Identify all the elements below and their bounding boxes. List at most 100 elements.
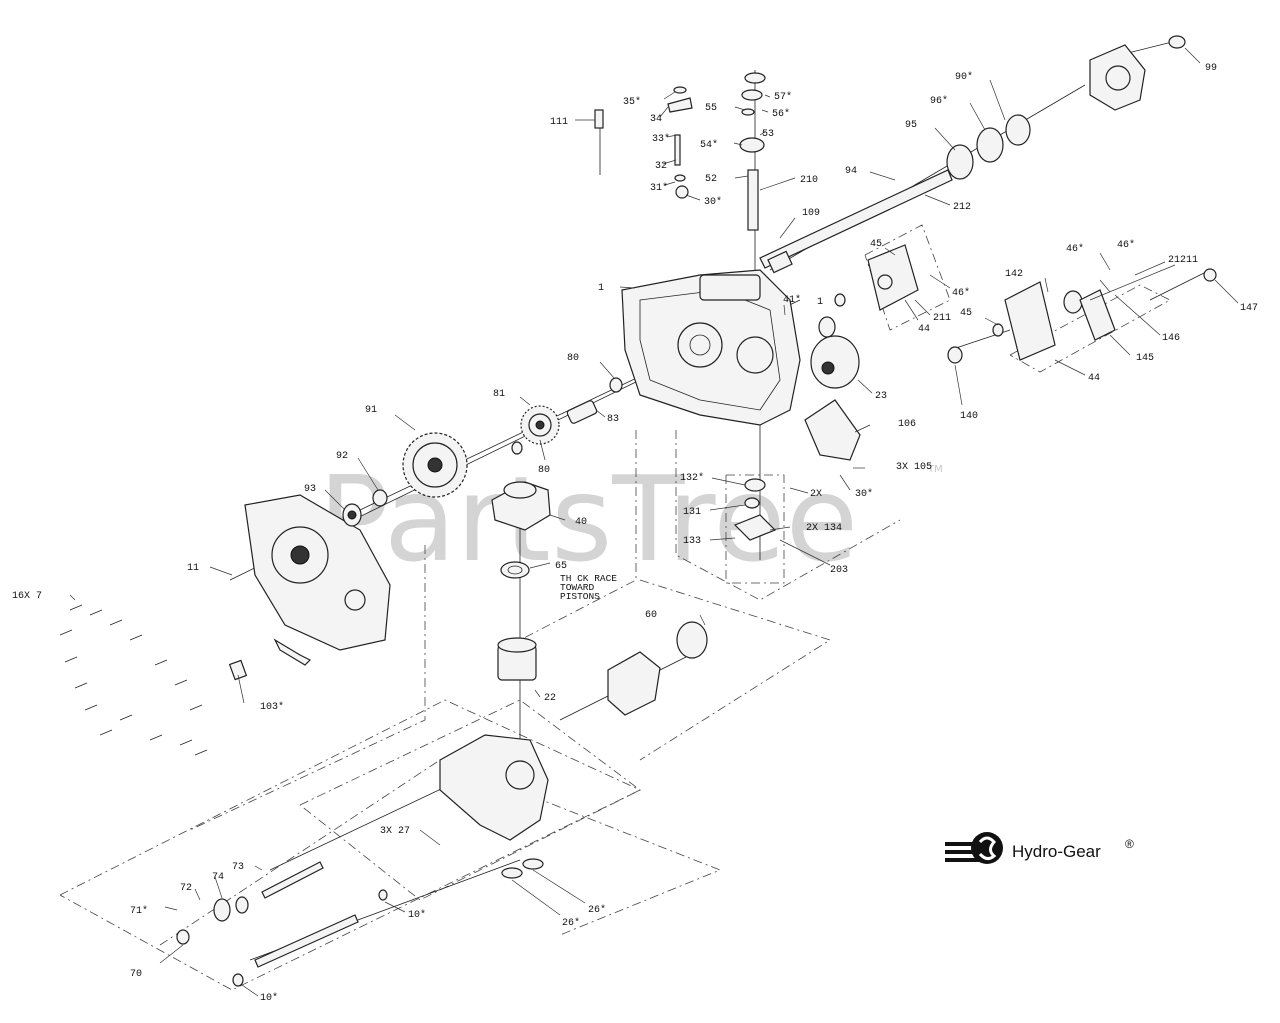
hydro-gear-logo: Hydro-Gear ® xyxy=(945,832,1134,864)
callout-label: 95 xyxy=(905,120,917,131)
callout-label: 46* xyxy=(952,287,970,299)
callout-label: 90* xyxy=(955,71,973,83)
callout-label: 2X 134 xyxy=(806,523,842,534)
callout-label: 30* xyxy=(704,196,722,208)
callout-label: 147 xyxy=(1240,303,1258,314)
callout-label: 16X 7 xyxy=(12,591,42,602)
callout-label: 106 xyxy=(898,419,916,430)
callout-label: 23 xyxy=(875,391,887,402)
callout-label: 72 xyxy=(180,883,192,894)
callout-label: 74 xyxy=(212,872,224,883)
callout-label: 131 xyxy=(683,507,701,518)
callout-label: 1 xyxy=(598,283,604,294)
callout-label: 56* xyxy=(772,108,790,120)
callout-label: 60 xyxy=(645,610,657,621)
callout-label: 31* xyxy=(650,182,668,194)
callout-label: 73 xyxy=(232,862,244,873)
pinion-83 xyxy=(566,400,598,424)
callout-label: 21 xyxy=(1168,255,1180,266)
callout-label: 41* xyxy=(783,294,801,306)
callout-label: 10* xyxy=(260,992,278,1004)
callout-label: 1 xyxy=(817,297,823,308)
motor-23 xyxy=(810,335,860,389)
brand-registered: ® xyxy=(1125,837,1134,851)
callout-label: 99 xyxy=(1205,63,1217,74)
callout-label: 44 xyxy=(918,324,930,335)
callout-label: 26* xyxy=(562,917,580,929)
main-housing xyxy=(621,269,801,426)
callout-label: 55 xyxy=(705,103,717,114)
callout-label: 80 xyxy=(538,465,550,476)
callout-label: 52 xyxy=(705,174,717,185)
callout-label: 54* xyxy=(700,139,718,151)
bearing-65 xyxy=(500,561,530,579)
callout-label: 140 xyxy=(960,411,978,422)
callout-label: 45 xyxy=(870,239,882,250)
thick-race-note: TH CK RACE TOWARD PISTONS xyxy=(560,573,617,602)
callout-label: 83 xyxy=(607,414,619,425)
callout-label: 32 xyxy=(655,161,667,172)
callout-label: 10* xyxy=(408,909,426,921)
valve-stack xyxy=(594,72,777,541)
brake-arm-left xyxy=(867,244,919,311)
callout-label: 46* xyxy=(1066,243,1084,255)
callout-label: 3X 105 xyxy=(896,462,932,473)
charge-pump-40 xyxy=(491,481,551,531)
callout-label: 91 xyxy=(365,405,377,416)
callout-label: 94 xyxy=(845,166,857,177)
callout-label: 70 xyxy=(130,969,142,980)
callout-label: 109 xyxy=(802,208,820,219)
gear-91 xyxy=(402,432,468,498)
callout-label: 133 xyxy=(683,536,701,547)
brand-name: Hydro-Gear xyxy=(1012,842,1101,861)
callout-labels: 1 1 3X 105 10* 10* 103* 106 109 11 111 1… xyxy=(12,47,1258,1004)
bolt-cluster xyxy=(59,604,208,756)
group-boxes xyxy=(59,224,1171,991)
callout-label: 203 xyxy=(830,565,848,576)
callout-label: 40 xyxy=(575,517,587,528)
callout-label: 146 xyxy=(1162,333,1180,344)
washers xyxy=(342,114,1083,527)
callout-label: 34 xyxy=(650,114,662,125)
callout-label: 96* xyxy=(930,95,948,107)
callout-label: 80 xyxy=(567,353,579,364)
callout-label: 53 xyxy=(762,129,774,140)
note-line: PISTONS xyxy=(560,591,600,602)
callout-label: 26* xyxy=(588,904,606,916)
callout-label: 103* xyxy=(260,701,284,713)
note-line: TOWARD xyxy=(560,582,595,593)
cylinder-block-22 xyxy=(497,637,537,681)
callout-label: 11 xyxy=(187,563,199,574)
gear-81 xyxy=(520,405,560,445)
bracket-103 xyxy=(228,638,312,681)
callout-label: 71* xyxy=(130,905,148,917)
callout-label: 145 xyxy=(1136,353,1154,364)
callout-label: 111 xyxy=(550,117,568,128)
callout-label: 93 xyxy=(304,484,316,495)
callout-label: 35* xyxy=(623,96,641,108)
callout-label: 2X xyxy=(810,489,822,500)
callout-label: 45 xyxy=(960,308,972,319)
callout-label: 132* xyxy=(680,472,704,484)
callout-label: 81 xyxy=(493,389,505,400)
brake-arm-right xyxy=(1004,268,1217,361)
callout-label: 212 xyxy=(953,202,971,213)
input-shafts xyxy=(176,861,388,987)
shield-106 xyxy=(804,399,861,461)
watermark-text: PartsTree xyxy=(318,450,858,588)
axle-shaft xyxy=(759,169,953,274)
wheel-hub xyxy=(1089,35,1186,111)
callout-label: 211 xyxy=(1180,255,1198,266)
callout-label: 57* xyxy=(774,91,792,103)
center-section-26 xyxy=(439,734,549,879)
callout-label: 46* xyxy=(1117,239,1135,251)
side-cover xyxy=(244,494,391,651)
motor-block-60 xyxy=(607,621,708,716)
watermark-trademark: TM xyxy=(927,464,943,475)
callout-label: 65 xyxy=(555,561,567,572)
callout-label: 30* xyxy=(855,488,873,500)
callout-label: 3X 27 xyxy=(380,826,410,837)
callout-label: 33* xyxy=(652,133,670,145)
callout-label: 211 xyxy=(933,313,951,324)
